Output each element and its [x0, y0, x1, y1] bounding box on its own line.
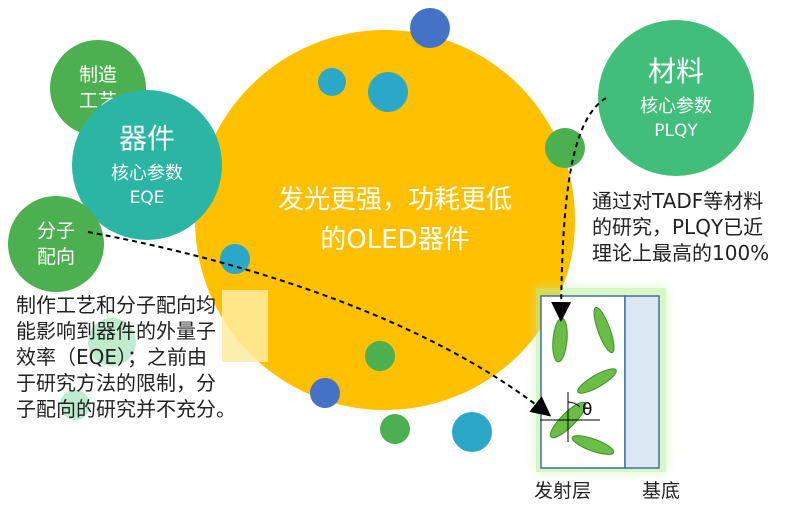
deco-circle-teal-2 [368, 72, 408, 112]
right-paragraph-line: 的研究，PLQY已近 [592, 215, 764, 239]
deco-circle-green-right [545, 128, 585, 168]
molecule-ellipse [571, 435, 615, 455]
material-circle: 材料 核心参数 PLQY [598, 20, 754, 176]
main-circle-text: 发光更强，功耗更低的OLED器件 [277, 185, 512, 255]
deco-circle-green-mid [365, 341, 395, 371]
molecule-ellipse [577, 368, 617, 394]
left-paragraph-line: 子配向的研究并不充分。 [16, 397, 236, 421]
deco-circle-teal-1 [318, 68, 346, 96]
deco-circle-mint-small [60, 390, 90, 420]
angle-label: θ [582, 400, 593, 420]
deco-circle-mint-left [88, 318, 136, 366]
deco-circle-teal-bottom [452, 412, 492, 452]
emission-layer-label: 发射层 [534, 480, 592, 502]
right-paragraph-line: 通过对TADF等材料 [592, 189, 764, 213]
angle-arc [567, 401, 581, 408]
device-circle-metric: EQE [129, 188, 165, 208]
material-circle-title: 材料 [647, 55, 704, 88]
material-circle-subtitle: 核心参数 [640, 96, 712, 117]
deco-circle-blue-top [410, 8, 450, 48]
substrate-label: 基底 [642, 480, 681, 502]
left-paragraph: 制作工艺和分子配向均 能影响到器件的外量子 效率（EQE）；之前由 于研究方法的… [16, 292, 276, 422]
right-paragraph: 通过对TADF等材料 的研究，PLQY已近 理论上最高的100% [592, 188, 792, 266]
deco-circle-teal-left [220, 244, 250, 274]
device-circle-subtitle: 核心参数 [111, 163, 183, 184]
left-paragraph-line: 制作工艺和分子配向均 [16, 293, 216, 317]
orientation-circle-text: 分子配向 [36, 220, 75, 268]
substrate-layer [624, 295, 660, 469]
material-circle-metric: PLQY [654, 121, 698, 141]
left-paragraph-line: 于研究方法的限制，分 [16, 371, 216, 395]
device-circle: 器件 核心参数 EQE [72, 90, 222, 240]
molecule-ellipse [593, 306, 615, 354]
orientation-arrow [87, 231, 552, 417]
device-circle-title: 器件 [118, 122, 175, 155]
deco-circle-green-bottom [380, 414, 410, 444]
left-paragraph-line: 能影响到器件的外量子 [16, 319, 216, 343]
material-arrow [551, 97, 607, 322]
right-paragraph-line: 理论上最高的100% [592, 241, 770, 265]
left-paragraph-line: 效率（EQE）；之前由 [16, 345, 208, 369]
paragraph-highlight [222, 290, 268, 362]
orientation-circle: 分子配向 [8, 196, 104, 292]
deco-circle-blue-bottom [310, 378, 340, 408]
